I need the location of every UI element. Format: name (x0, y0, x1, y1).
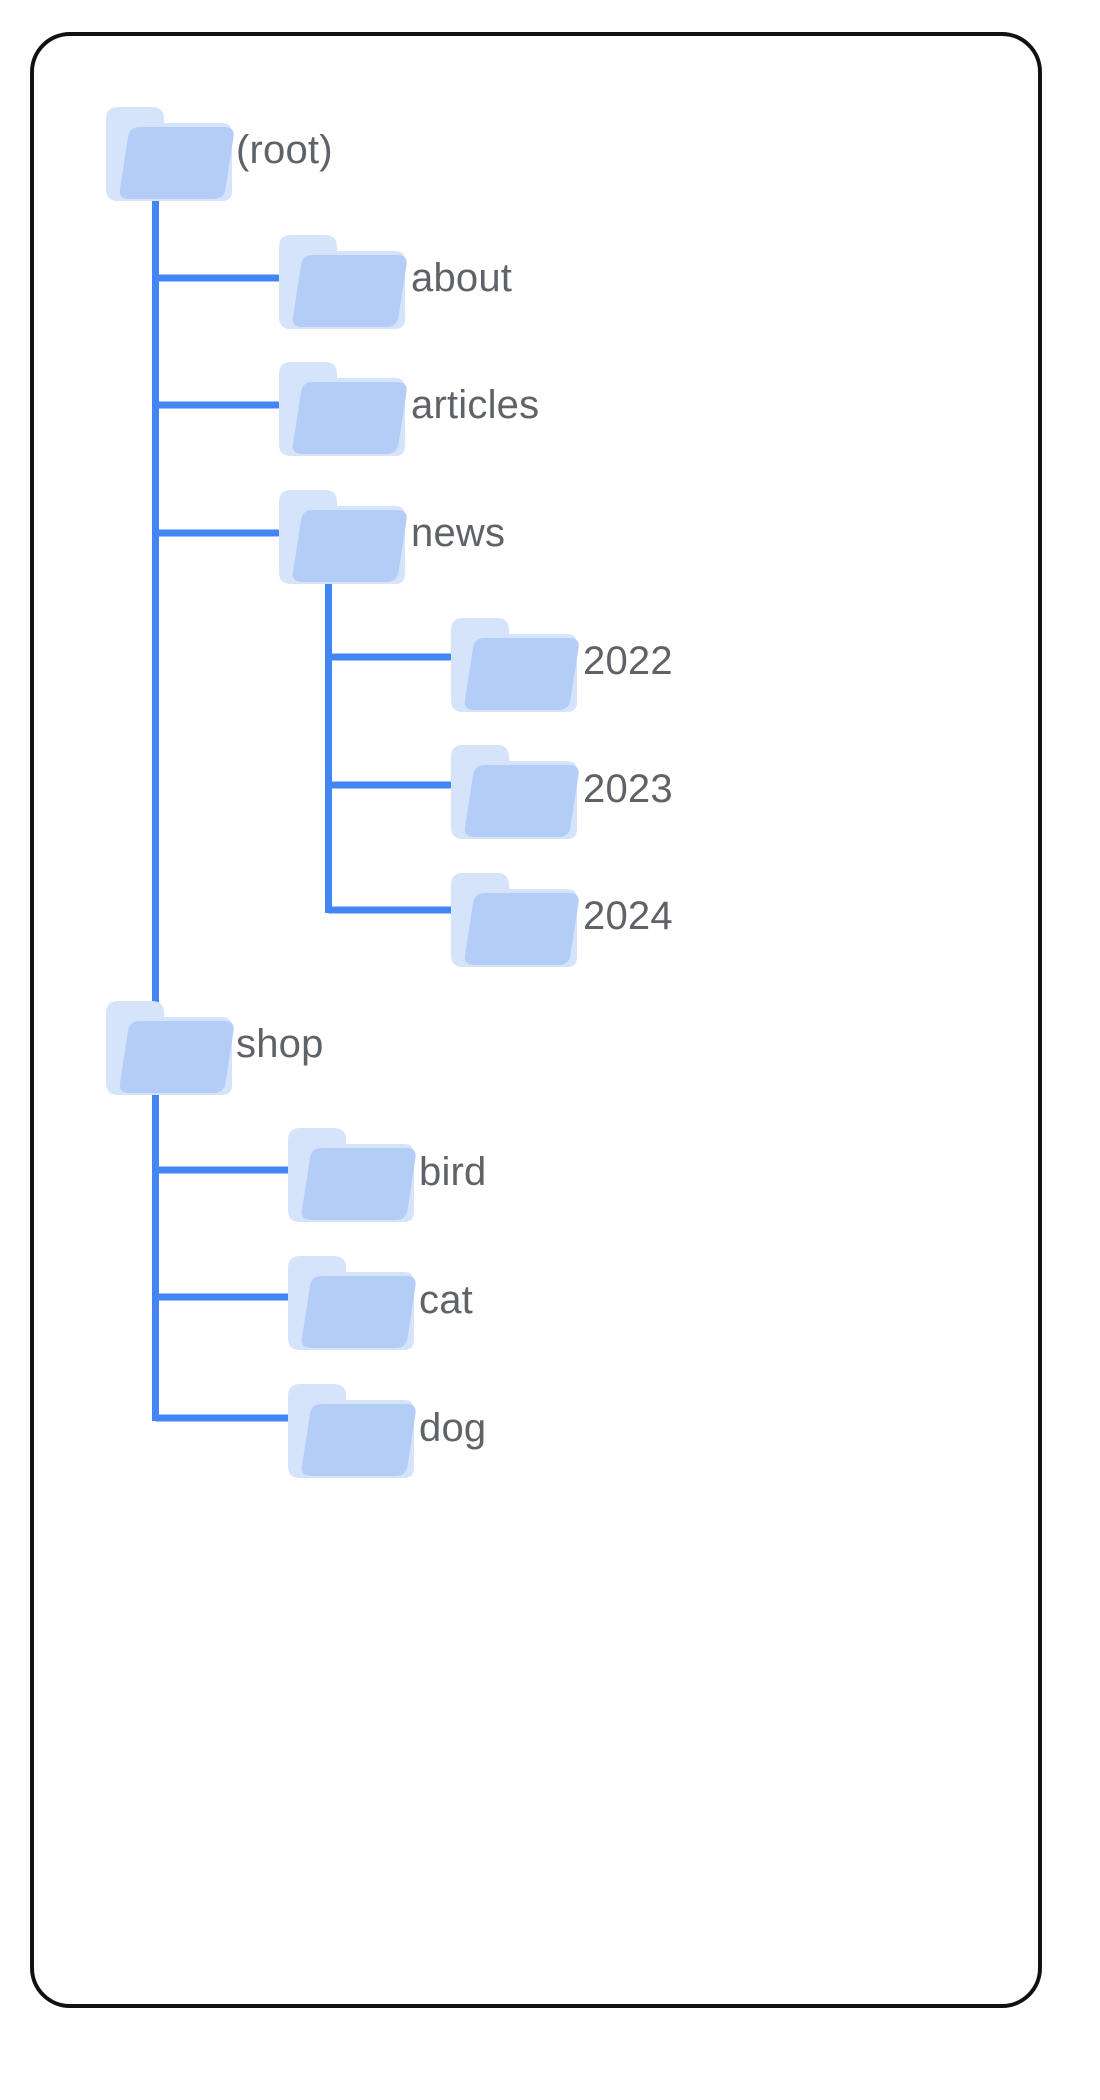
node-label-root[interactable]: (root) (236, 128, 333, 172)
node-label-2024[interactable]: 2024 (583, 894, 673, 938)
folder-icon-bird[interactable] (288, 1128, 416, 1222)
node-label-2023[interactable]: 2023 (583, 767, 673, 811)
folder-icon-news[interactable] (279, 490, 407, 584)
folder-icon-2023[interactable] (451, 745, 579, 839)
folder-icon-root[interactable] (106, 107, 234, 201)
node-label-shop[interactable]: shop (236, 1022, 324, 1066)
node-label-dog[interactable]: dog (419, 1406, 487, 1450)
node-label-2022[interactable]: 2022 (583, 639, 673, 683)
tree-connectors (152, 186, 456, 1422)
folder-icon-2022[interactable] (451, 618, 579, 712)
folder-icon-shop[interactable] (106, 1001, 234, 1095)
folder-icon-dog[interactable] (288, 1384, 416, 1478)
folder-icon-articles[interactable] (279, 362, 407, 456)
node-label-articles[interactable]: articles (411, 383, 540, 427)
node-label-about[interactable]: about (411, 256, 513, 300)
folder-icon-cat[interactable] (288, 1256, 416, 1350)
node-label-bird[interactable]: bird (419, 1150, 487, 1194)
folder-icon-about[interactable] (279, 235, 407, 329)
node-label-news[interactable]: news (411, 511, 506, 555)
folder-icon-2024[interactable] (451, 873, 579, 967)
node-label-cat[interactable]: cat (419, 1278, 473, 1322)
